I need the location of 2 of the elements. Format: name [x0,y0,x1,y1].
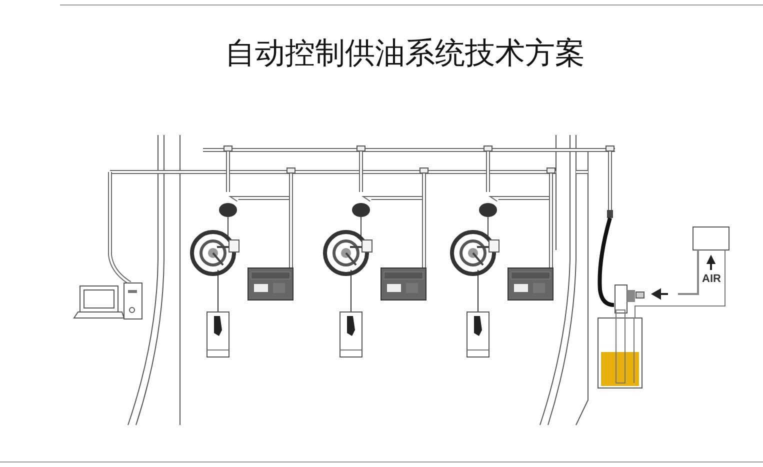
title: 自动控制供油系统技术方案 [224,36,586,72]
air-label: AIR [702,273,721,285]
